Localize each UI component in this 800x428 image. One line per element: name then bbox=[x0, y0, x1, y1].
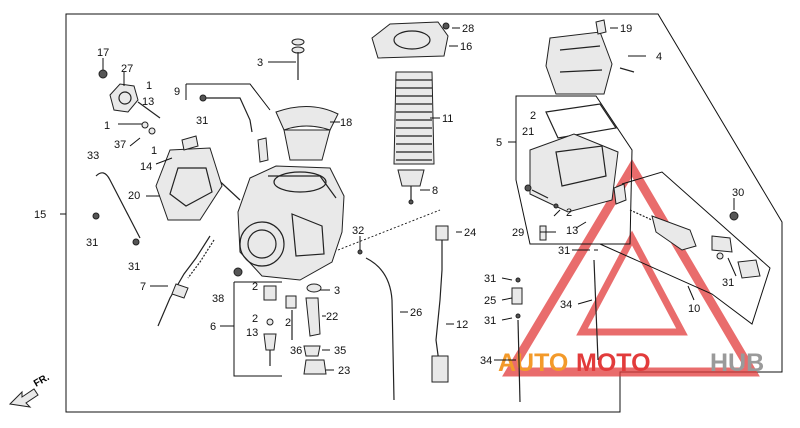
label-14: 14 bbox=[140, 161, 152, 173]
watermark-auto: AUTO bbox=[498, 349, 568, 377]
label-37: 37 bbox=[114, 139, 126, 151]
top-cover-group bbox=[371, 21, 450, 59]
label-1-top: 1 bbox=[146, 80, 152, 92]
label-2-float: 2 bbox=[566, 207, 572, 219]
air-cut-cover-group bbox=[545, 19, 635, 95]
label-7: 7 bbox=[140, 281, 146, 293]
watermark-triangle-outer bbox=[502, 159, 760, 377]
label-31-e: 31 bbox=[722, 277, 734, 289]
label-23: 23 bbox=[338, 365, 350, 377]
drain-hose-26 bbox=[357, 236, 395, 401]
label-31-a: 31 bbox=[196, 115, 208, 127]
direction-label: FR. bbox=[32, 372, 52, 390]
part-number-labels: 17 27 1 13 1 37 1 14 9 31 18 3 28 16 11 … bbox=[34, 23, 744, 377]
label-35: 35 bbox=[334, 345, 346, 357]
label-13-top: 13 bbox=[142, 96, 154, 108]
label-8: 8 bbox=[432, 185, 438, 197]
label-15: 15 bbox=[34, 209, 46, 221]
label-11: 11 bbox=[442, 113, 453, 125]
label-3-top: 3 bbox=[257, 57, 263, 69]
label-31-f: 31 bbox=[484, 273, 496, 285]
vent-tube-33 bbox=[92, 172, 141, 246]
label-1-mid: 1 bbox=[104, 120, 110, 132]
watermark-triangle-inner bbox=[576, 230, 688, 336]
throttle-screw-7 bbox=[157, 235, 215, 327]
label-17: 17 bbox=[97, 47, 109, 59]
label-28: 28 bbox=[462, 23, 474, 35]
label-31-g: 31 bbox=[484, 315, 496, 327]
label-31-d: 31 bbox=[558, 245, 570, 257]
label-2-j3: 2 bbox=[285, 317, 291, 329]
label-16: 16 bbox=[460, 41, 472, 53]
front-direction-arrow: FR. bbox=[8, 372, 52, 408]
accelerator-pump-group bbox=[98, 58, 161, 135]
label-34-left: 34 bbox=[480, 355, 492, 367]
label-19: 19 bbox=[620, 23, 632, 35]
piston-bellows-group bbox=[393, 71, 435, 205]
label-5: 5 bbox=[496, 137, 502, 149]
watermark-logo: AUTO MOTO HUB bbox=[498, 159, 764, 377]
label-27: 27 bbox=[121, 63, 133, 75]
label-24: 24 bbox=[464, 227, 476, 239]
top-screw-group bbox=[291, 38, 305, 80]
air-cut-valve-group bbox=[599, 171, 771, 325]
jet-group-6 bbox=[233, 267, 327, 377]
label-13-j: 13 bbox=[246, 327, 258, 339]
sensor-wire-group bbox=[337, 209, 449, 383]
vent-pipes-group bbox=[511, 249, 599, 403]
watermark-hub: HUB bbox=[710, 349, 764, 377]
label-2-bowl: 2 bbox=[530, 110, 536, 122]
watermark-moto: MOTO bbox=[576, 349, 651, 377]
label-4: 4 bbox=[656, 51, 662, 63]
label-2-j1: 2 bbox=[252, 281, 258, 293]
label-21: 21 bbox=[522, 126, 534, 138]
label-29: 29 bbox=[512, 227, 524, 239]
label-3-mid: 3 bbox=[334, 285, 340, 297]
carburetor-body bbox=[155, 135, 345, 281]
label-18: 18 bbox=[340, 117, 352, 129]
label-26: 26 bbox=[410, 307, 422, 319]
label-25: 25 bbox=[484, 295, 496, 307]
label-22: 22 bbox=[326, 311, 338, 323]
label-33: 33 bbox=[87, 150, 99, 162]
label-20: 20 bbox=[128, 190, 140, 202]
label-34-right: 34 bbox=[560, 299, 572, 311]
label-12: 12 bbox=[456, 319, 468, 331]
label-9: 9 bbox=[174, 86, 180, 98]
label-6: 6 bbox=[210, 321, 216, 333]
label-13-bowl: 13 bbox=[566, 225, 578, 237]
float-bowl-group bbox=[515, 95, 633, 245]
label-38: 38 bbox=[212, 293, 224, 305]
label-31-c: 31 bbox=[128, 261, 140, 273]
label-36: 36 bbox=[290, 345, 302, 357]
leader-lines bbox=[60, 27, 735, 371]
label-10: 10 bbox=[688, 303, 700, 315]
label-31-b: 31 bbox=[86, 237, 98, 249]
label-1-low: 1 bbox=[151, 145, 157, 157]
label-32: 32 bbox=[352, 225, 364, 237]
label-2-j2: 2 bbox=[252, 313, 258, 325]
label-30: 30 bbox=[732, 187, 744, 199]
